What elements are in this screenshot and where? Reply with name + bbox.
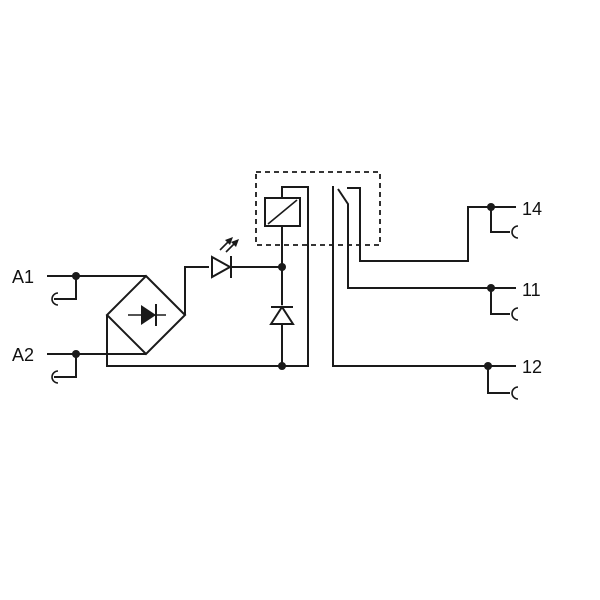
terminal-12-clamp-icon (484, 362, 519, 400)
terminal-a2-clamp-icon (47, 350, 146, 384)
diode-icon (269, 305, 295, 325)
bridge-rectifier-icon (105, 274, 187, 356)
terminal-label-14: 14 (522, 199, 542, 219)
terminal-a1-clamp-icon (47, 272, 146, 306)
terminal-label-12: 12 (522, 357, 542, 377)
relay-contact-icon (332, 186, 491, 367)
terminal-label-a1: A1 (12, 267, 34, 287)
terminal-11-clamp-icon (487, 284, 519, 321)
terminal-label-11: 11 (522, 280, 541, 300)
relay-housing-outline (255, 171, 381, 246)
led-icon (211, 237, 239, 279)
coil-return-wire (281, 186, 309, 367)
positive-wire (184, 266, 209, 315)
relay-coil-icon (264, 197, 301, 227)
terminal-label-a2: A2 (12, 345, 34, 365)
negative-rail-wire (106, 315, 282, 367)
terminal-14-clamp-icon (487, 203, 519, 239)
